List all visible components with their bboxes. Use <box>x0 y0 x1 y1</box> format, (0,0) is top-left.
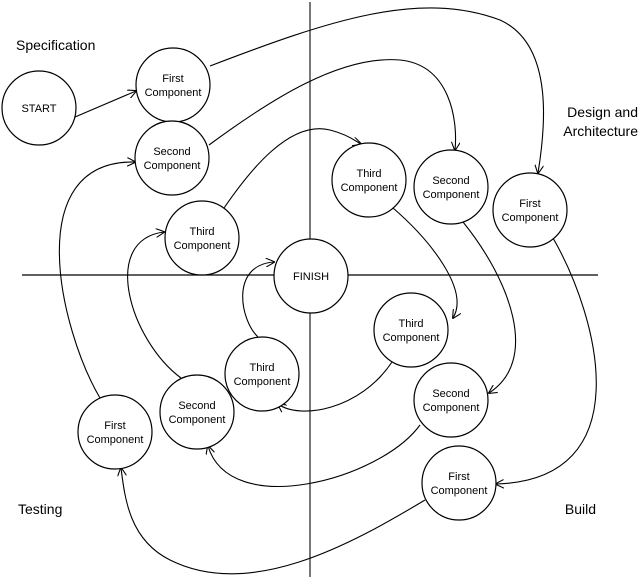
quadrant-label-spec: Specification <box>16 37 95 53</box>
edge-tst3-to-finish <box>242 262 274 338</box>
edge-des3-to-bld3 <box>392 207 457 318</box>
nodes: STARTFirstComponentSecondComponentThirdC… <box>1 47 568 521</box>
node-circle <box>331 142 407 218</box>
edge-tst1-to-spec2 <box>58 162 135 399</box>
node-label: Component <box>87 434 144 446</box>
node-circle <box>135 47 211 123</box>
node-label: Component <box>383 332 440 344</box>
node-finish[interactable]: FINISH <box>273 238 349 314</box>
node-label: Third <box>398 318 423 330</box>
node-label: Component <box>234 376 291 388</box>
node-label: Component <box>502 212 559 224</box>
node-circle <box>273 238 349 314</box>
quadrant-label-design: Architecture <box>563 123 638 139</box>
node-label: Component <box>169 414 226 426</box>
edge-bld2-to-tst2 <box>208 424 421 487</box>
edge-des1-to-bld1 <box>496 237 597 484</box>
node-circle <box>413 362 489 438</box>
edges <box>58 7 597 575</box>
node-circle <box>164 200 240 276</box>
node-label: First <box>448 471 469 483</box>
node-circle <box>413 149 489 225</box>
edge-des2-to-bld2 <box>462 221 516 393</box>
node-label: Component <box>144 160 201 172</box>
node-circle <box>492 172 568 248</box>
node-label: Second <box>432 388 469 400</box>
node-start[interactable]: START <box>1 70 77 146</box>
node-label: First <box>519 198 540 210</box>
edge-start-to-spec1 <box>74 91 136 118</box>
node-circle <box>421 445 497 521</box>
node-label: START <box>21 103 56 115</box>
node-label: Third <box>356 168 381 180</box>
node-label: FINISH <box>293 271 329 283</box>
node-label: First <box>104 420 125 432</box>
quadrant-label-design: Design and <box>567 104 638 120</box>
node-circle <box>224 336 300 412</box>
node-label: Component <box>341 182 398 194</box>
node-circle <box>373 292 449 368</box>
node-label: Third <box>189 226 214 238</box>
node-circle <box>159 374 235 450</box>
node-circle <box>134 120 210 196</box>
node-label: Component <box>423 402 480 414</box>
edge-tst2-to-spec3 <box>127 232 182 379</box>
node-label: First <box>162 73 183 85</box>
node-label: Component <box>431 485 488 497</box>
node-label: Component <box>174 240 231 252</box>
node-circle <box>77 394 153 470</box>
quadrant-label-build: Build <box>565 501 596 517</box>
node-label: Second <box>153 146 190 158</box>
edge-spec2-to-des2 <box>208 59 456 150</box>
edge-bld3-to-tst3 <box>278 361 393 411</box>
node-label: Second <box>432 175 469 187</box>
edge-spec3-to-des3 <box>223 128 361 209</box>
node-circle <box>1 70 77 146</box>
node-label: Component <box>145 87 202 99</box>
quadrant-label-test: Testing <box>18 501 62 517</box>
edge-spec1-to-des1 <box>209 7 545 173</box>
node-label: Component <box>423 189 480 201</box>
node-label: Third <box>249 362 274 374</box>
edge-bld1-to-tst1 <box>121 468 426 575</box>
node-label: Second <box>178 400 215 412</box>
